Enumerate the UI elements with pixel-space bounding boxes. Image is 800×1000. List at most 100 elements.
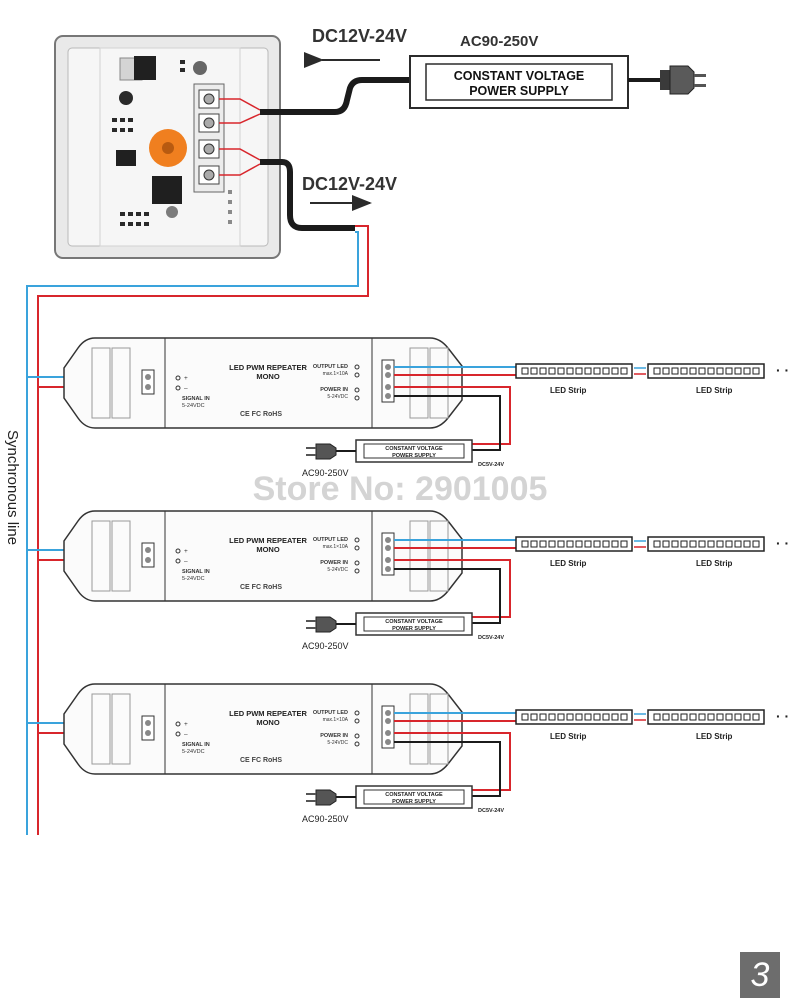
repeater-input-plus: + (184, 721, 188, 728)
repeater-power-in-label: POWER IN (320, 387, 348, 393)
led-chip (620, 713, 628, 721)
led-strip-2: LED Strip (647, 709, 765, 741)
led-strip-2: LED Strip (647, 536, 765, 568)
page-number-badge: 3 (740, 952, 780, 998)
led-chip (584, 540, 592, 548)
led-chip (530, 713, 538, 721)
led-chip (530, 540, 538, 548)
repeater-input-minus: – (184, 385, 188, 392)
led-chip (698, 713, 706, 721)
dimmer-dial-icon (149, 129, 187, 167)
power-supply-title-line2: POWER SUPPLY (469, 84, 569, 98)
led-strip-label: LED Strip (550, 386, 587, 395)
small-psu-dc-label: DC5V-24V (478, 808, 504, 814)
controller-cables (260, 77, 412, 231)
led-chip (707, 367, 715, 375)
power-supply-title-line1: CONSTANT VOLTAGE (454, 69, 585, 83)
led-chip (548, 367, 556, 375)
led-chip (557, 713, 565, 721)
led-chip (680, 713, 688, 721)
led-chip (743, 367, 751, 375)
repeater-unit-1: + – SIGNAL IN 5-24VDC LED PWM REPEATER M… (27, 337, 789, 478)
output-terminal (381, 359, 395, 403)
small-psu-ac-label: AC90-250V (302, 814, 349, 824)
led-chip (548, 540, 556, 548)
led-chip (689, 540, 697, 548)
led-chip (539, 540, 547, 548)
repeater-input-plus: + (184, 548, 188, 555)
led-chip (521, 367, 529, 375)
led-chip (743, 540, 751, 548)
led-chip (521, 540, 529, 548)
power-plug-icon (660, 65, 706, 95)
led-chip (752, 713, 760, 721)
output-terminal (381, 532, 395, 576)
led-chip (611, 540, 619, 548)
led-strip-label: LED Strip (696, 732, 733, 741)
led-chip (620, 540, 628, 548)
led-chip (725, 713, 733, 721)
led-chip (530, 367, 538, 375)
led-chip (653, 713, 661, 721)
led-chip (575, 713, 583, 721)
led-chip (662, 367, 670, 375)
small-psu-line1: CONSTANT VOLTAGE (385, 619, 443, 625)
repeater-signal-range: 5-24VDC (182, 403, 205, 409)
signal-input-terminal (141, 715, 155, 741)
led-chip (716, 713, 724, 721)
led-chip (662, 540, 670, 548)
led-chip (602, 713, 610, 721)
output-terminal (381, 705, 395, 749)
led-strip-2: LED Strip (647, 363, 765, 395)
small-psu-line1: CONSTANT VOLTAGE (385, 792, 443, 798)
led-chip (593, 367, 601, 375)
small-psu-line2: POWER SUPPLY (392, 626, 436, 632)
repeater-signal-label: SIGNAL IN (182, 569, 210, 575)
led-chip (539, 713, 547, 721)
led-chip (716, 540, 724, 548)
dc-voltage-label-bottom: DC12V-24V (302, 174, 397, 194)
repeater-unit-3: + – SIGNAL IN 5-24VDC LED PWM REPEATER M… (27, 683, 789, 824)
led-chip (707, 540, 715, 548)
led-chip (653, 540, 661, 548)
led-chip (734, 367, 742, 375)
repeater-signal-range: 5-24VDC (182, 576, 205, 582)
led-strip-label: LED Strip (550, 559, 587, 568)
synchronous-line-label: Synchronous line (4, 430, 21, 545)
repeater-output-rating: max.1×10A (323, 717, 349, 723)
led-chip (575, 540, 583, 548)
small-psu-line2: POWER SUPPLY (392, 453, 436, 459)
led-strip-label: LED Strip (696, 559, 733, 568)
repeater-title-line1: LED PWM REPEATER (229, 536, 307, 545)
led-chip (548, 713, 556, 721)
led-chip (611, 713, 619, 721)
signal-input-terminal (141, 369, 155, 395)
repeater-input-minus: – (184, 731, 188, 738)
wall-controller-panel (54, 35, 281, 259)
repeater-input-minus: – (184, 558, 188, 565)
small-psu-line1: CONSTANT VOLTAGE (385, 446, 443, 452)
small-plug-icon (306, 443, 337, 460)
led-chip (698, 367, 706, 375)
small-psu-dc-label: DC5V-24V (478, 462, 504, 468)
led-chip (566, 367, 574, 375)
led-chip (575, 367, 583, 375)
small-plug-icon (306, 789, 337, 806)
led-strip-label: LED Strip (696, 386, 733, 395)
small-psu-line2: POWER SUPPLY (392, 799, 436, 805)
led-chip (752, 367, 760, 375)
repeater-output-label: OUTPUT LED (313, 710, 348, 716)
repeater-title-line2: MONO (256, 372, 279, 381)
small-psu-dc-label: DC5V-24V (478, 635, 504, 641)
repeater-title-line2: MONO (256, 545, 279, 554)
led-chip (743, 713, 751, 721)
small-psu-ac-label: AC90-250V (302, 468, 349, 478)
repeater-input-plus: + (184, 375, 188, 382)
continuation-dots: · · (776, 535, 789, 551)
small-plug-icon (306, 616, 337, 633)
repeater-signal-range: 5-24VDC (182, 749, 205, 755)
led-chip (593, 713, 601, 721)
led-chip (566, 713, 574, 721)
led-chip (725, 540, 733, 548)
